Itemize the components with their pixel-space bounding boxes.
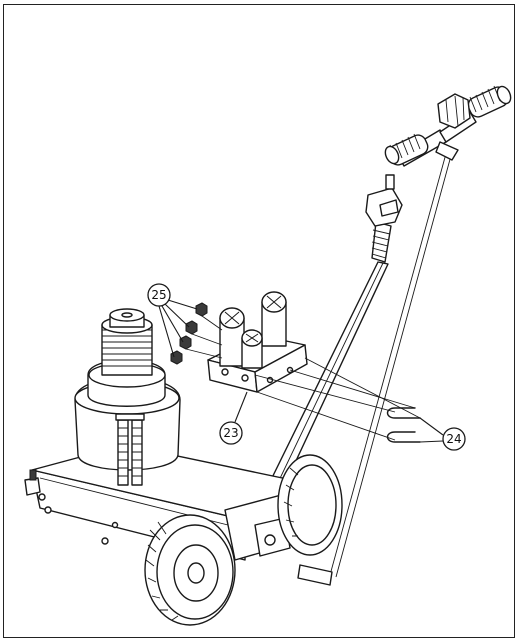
hydraulic-cylinder: [74, 308, 181, 486]
bracket-cylinder-center: [241, 329, 263, 369]
release-valve: [365, 174, 403, 227]
nuts: [170, 302, 223, 365]
callout-25-label: 25: [151, 288, 166, 302]
callout-25: 25: [147, 283, 198, 358]
rear-wheel: [277, 454, 343, 556]
diagram-border: [3, 4, 515, 638]
handle-spring: [371, 221, 392, 263]
callout-24-label: 24: [446, 432, 461, 446]
u-bolts: [254, 357, 421, 443]
callout-23: 23: [219, 391, 248, 445]
left-grip: [384, 133, 429, 166]
rear-release-knob: [24, 469, 41, 496]
release-knob: [437, 93, 471, 129]
bracket-cylinder-left: [219, 307, 245, 367]
threaded-ram: [101, 308, 153, 376]
bracket-cylinder-right: [261, 291, 287, 347]
saddle-bracket: [207, 291, 308, 393]
callout-23-label: 23: [223, 426, 238, 440]
callout-24: 24: [419, 417, 466, 451]
return-springs: [115, 413, 145, 486]
front-wheel: [144, 514, 236, 626]
right-grip: [467, 85, 512, 118]
